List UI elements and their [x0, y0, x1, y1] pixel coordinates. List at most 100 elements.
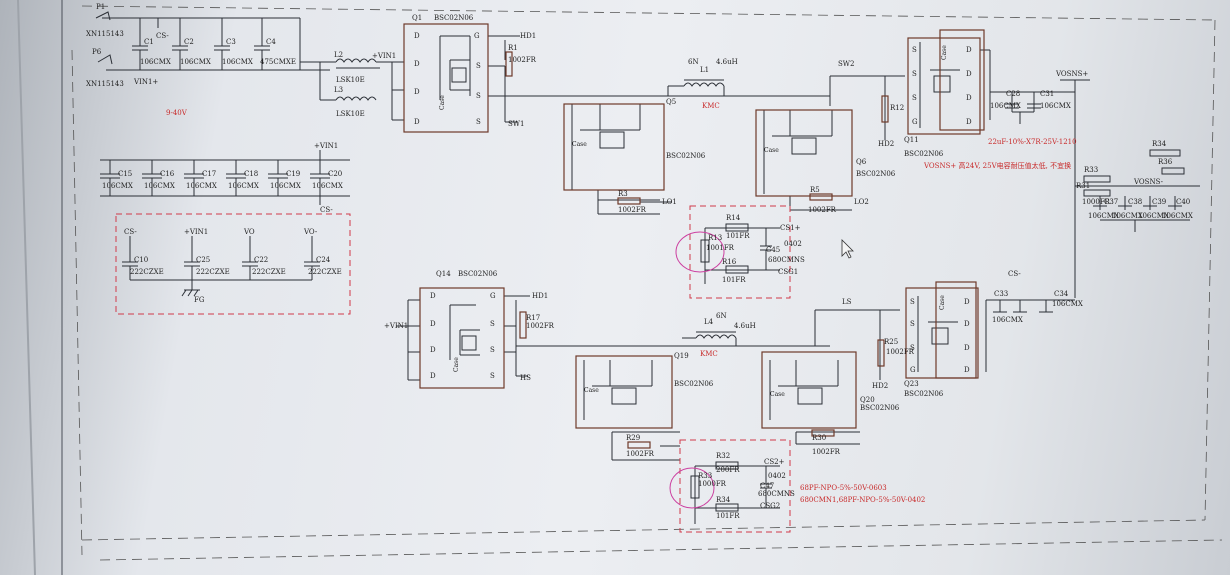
- svg-text:VO: VO: [243, 228, 255, 236]
- svg-text:BSC02N06: BSC02N06: [674, 380, 714, 388]
- svg-text:BSC02N06: BSC02N06: [856, 170, 896, 178]
- label-p1: P1: [96, 3, 105, 11]
- svg-text:G: G: [474, 32, 480, 40]
- svg-text:S: S: [912, 46, 917, 54]
- svg-text:C22: C22: [254, 256, 268, 264]
- svg-text:C10: C10: [134, 256, 148, 264]
- svg-text:LO1: LO1: [662, 198, 677, 206]
- svg-text:+VIN1: +VIN1: [184, 228, 208, 236]
- svg-text:C3: C3: [226, 38, 236, 46]
- sheet-border-right: [1204, 19, 1216, 521]
- svg-text:6N: 6N: [716, 312, 727, 320]
- svg-text:D: D: [414, 60, 420, 68]
- svg-text:S: S: [490, 320, 495, 328]
- sheet-border-top: [81, 5, 1216, 21]
- svg-text:1000FR: 1000FR: [1082, 198, 1111, 206]
- annotation-circle-top: [675, 231, 725, 273]
- svg-text:R16: R16: [722, 258, 737, 266]
- svg-text:HD1: HD1: [520, 32, 536, 40]
- svg-text:6N: 6N: [688, 58, 699, 66]
- svg-text:C31: C31: [1040, 90, 1054, 98]
- svg-text:Q1: Q1: [412, 14, 422, 22]
- svg-text:106CMX: 106CMX: [1112, 212, 1143, 220]
- svg-text:106CMX: 106CMX: [270, 182, 301, 190]
- annotation-circle-bottom: [669, 467, 715, 509]
- svg-text:222CZXE: 222CZXE: [196, 268, 230, 276]
- svg-text:R14: R14: [726, 214, 741, 222]
- svg-text:FG: FG: [194, 296, 205, 304]
- svg-text:LO2: LO2: [854, 198, 869, 206]
- svg-text:106CMX: 106CMX: [990, 102, 1021, 110]
- svg-text:C33: C33: [994, 290, 1008, 298]
- sheet-border-bottom: [81, 519, 1206, 541]
- svg-text:Case: Case: [770, 391, 785, 398]
- y-capacitor-group: [115, 213, 351, 315]
- svg-text:R3: R3: [618, 190, 628, 198]
- svg-text:C20: C20: [328, 170, 342, 178]
- label-vin1-plus: VIN1+: [133, 78, 158, 86]
- svg-text:LS: LS: [842, 298, 852, 306]
- svg-text:S: S: [910, 298, 915, 306]
- svg-text:BSC02N06: BSC02N06: [666, 152, 706, 160]
- svg-text:S: S: [910, 320, 915, 328]
- svg-text:222CZXE: 222CZXE: [252, 268, 286, 276]
- label-conn-top: XN115143: [86, 30, 124, 38]
- svg-text:CS1+: CS1+: [780, 224, 801, 232]
- svg-text:680CMNS: 680CMNS: [758, 490, 795, 498]
- svg-text:D: D: [966, 94, 972, 102]
- label-vosns-plus: VOSNS+: [1055, 70, 1088, 78]
- svg-text:106CMX: 106CMX: [180, 58, 211, 66]
- svg-text:C24: C24: [316, 256, 331, 264]
- svg-text:D: D: [414, 118, 420, 126]
- svg-text:R33: R33: [698, 472, 712, 480]
- svg-text:D: D: [964, 320, 970, 328]
- svg-text:Q20: Q20: [860, 396, 875, 404]
- svg-text:1002FR: 1002FR: [526, 322, 555, 330]
- svg-text:1002FR: 1002FR: [886, 348, 915, 356]
- svg-text:222CZXE: 222CZXE: [130, 268, 164, 276]
- svg-text:BSC02N06: BSC02N06: [434, 14, 474, 22]
- q19-mosfet: [575, 355, 673, 429]
- svg-text:R34: R34: [1152, 140, 1167, 148]
- label-cap-spec: 22uF-10%-X7R-25V-1210: [988, 138, 1077, 146]
- label-spec-1: 68PF-NPO-5%-50V-0603: [800, 484, 887, 492]
- svg-text:C2: C2: [184, 38, 194, 46]
- svg-text:C40: C40: [1176, 198, 1190, 206]
- svg-text:Case: Case: [941, 45, 948, 60]
- svg-text:D: D: [964, 344, 970, 352]
- svg-text:106CMX: 106CMX: [228, 182, 259, 190]
- q5-mosfet: [563, 103, 665, 191]
- svg-text:R33: R33: [1084, 166, 1098, 174]
- svg-text:C15: C15: [118, 170, 132, 178]
- svg-text:BSC02N06: BSC02N06: [904, 390, 944, 398]
- svg-text:1002FR: 1002FR: [626, 450, 655, 458]
- svg-text:R1: R1: [508, 44, 518, 52]
- current-sense-bottom: [679, 439, 791, 533]
- svg-text:101FR: 101FR: [716, 512, 740, 520]
- svg-text:R30: R30: [812, 434, 826, 442]
- svg-text:101FR: 101FR: [722, 276, 746, 284]
- label-p6: P6: [92, 48, 102, 56]
- svg-text:Case: Case: [939, 295, 946, 310]
- svg-text:KMC: KMC: [700, 350, 718, 358]
- svg-text:106CMX: 106CMX: [312, 182, 343, 190]
- sheet-border-left: [71, 49, 83, 556]
- svg-text:R13: R13: [708, 234, 722, 242]
- svg-text:S: S: [490, 372, 495, 380]
- svg-text:S: S: [490, 346, 495, 354]
- svg-text:Q6: Q6: [856, 158, 867, 166]
- svg-text:HD2: HD2: [878, 140, 894, 148]
- svg-text:L2: L2: [334, 51, 343, 59]
- svg-text:1002FR: 1002FR: [618, 206, 647, 214]
- svg-text:BSC02N06: BSC02N06: [860, 404, 900, 412]
- svg-text:S: S: [912, 94, 917, 102]
- svg-text:222CZXE: 222CZXE: [308, 268, 342, 276]
- svg-text:Q23: Q23: [904, 380, 919, 388]
- svg-text:C25: C25: [196, 256, 210, 264]
- svg-text:HD2: HD2: [872, 382, 888, 390]
- svg-text:R17: R17: [526, 314, 540, 322]
- svg-text:LSK10E: LSK10E: [336, 76, 365, 84]
- svg-text:S: S: [476, 118, 481, 126]
- svg-text:106CMX: 106CMX: [222, 58, 253, 66]
